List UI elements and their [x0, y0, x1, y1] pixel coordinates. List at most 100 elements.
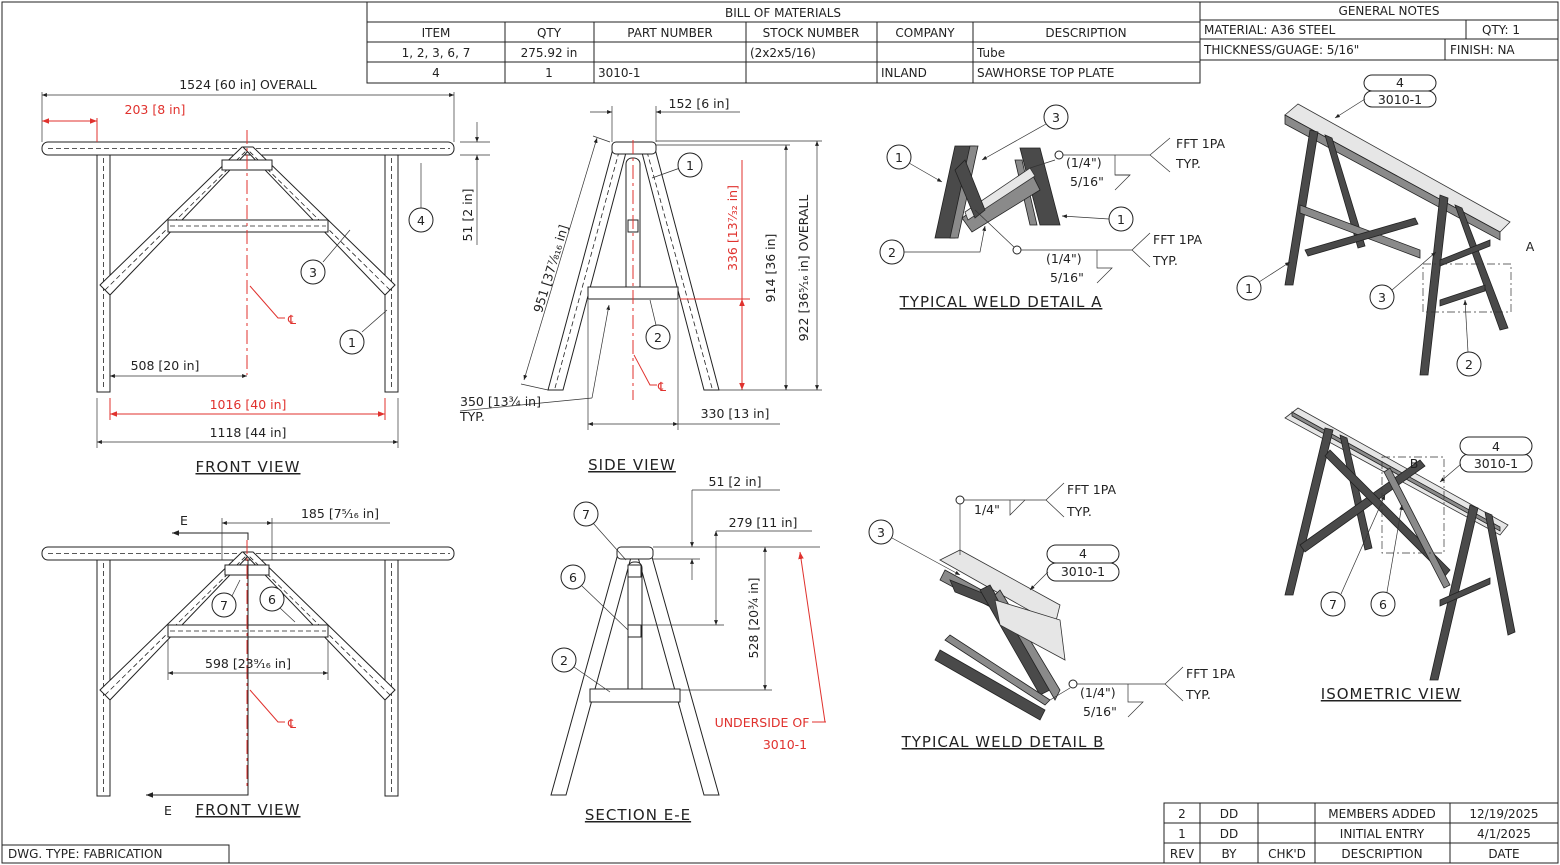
- rev-header-rev: REV: [1170, 847, 1195, 861]
- wa-balloon-1: 1: [895, 150, 903, 165]
- wa-typ-2: TYP.: [1152, 253, 1178, 268]
- wa-five16-1: 5/16": [1070, 174, 1104, 189]
- bom-row2-qty: 1: [545, 66, 553, 80]
- bom-header-part-number: PART NUMBER: [627, 26, 713, 40]
- iso-a-part-item: 4: [1396, 75, 1404, 90]
- isometric-view-b: B 4 3010-1 7 6 ISOMETRIC VIEW: [1284, 407, 1533, 703]
- general-notes: GENERAL NOTES MATERIAL: A36 STEEL QTY: 1…: [1199, 1, 1559, 61]
- rev2-description: MEMBERS ADDED: [1328, 807, 1435, 821]
- side-balloon-1: 1: [686, 158, 694, 173]
- rev-header-by: BY: [1222, 847, 1238, 861]
- wa-balloon-3: 3: [1052, 110, 1060, 125]
- balloon-3: 3: [309, 265, 317, 280]
- front-view-2-title: FRONT VIEW: [195, 801, 300, 819]
- rev1-description: INITIAL ENTRY: [1340, 827, 1425, 841]
- bom-row1-description: Tube: [976, 46, 1005, 60]
- dim-279: 279 [11 in]: [729, 515, 798, 530]
- section-balloon-2: 2: [560, 653, 568, 668]
- dim-951: 951 [37⅞₁₆ in]: [530, 223, 571, 314]
- iso-b-balloon-7: 7: [1329, 597, 1337, 612]
- dim-336: 336 [13⁷⁄₃₂ in]: [725, 185, 740, 271]
- dim-350-typ: TYP.: [459, 409, 485, 424]
- detail-b-callout: B: [1410, 456, 1419, 471]
- section-e-bottom: E: [164, 803, 172, 818]
- wb-quarter-2: (1/4"): [1080, 685, 1116, 700]
- dim-922: 922 [36⁵⁄₁₆ in] OVERALL: [796, 195, 811, 342]
- dim-350: 350 [13¾ in]: [460, 394, 541, 409]
- bom-row2-company: INLAND: [881, 66, 927, 80]
- notes-qty: QTY: 1: [1482, 23, 1520, 37]
- wb-five16-2: 5/16": [1083, 704, 1117, 719]
- revision-table: 2 DD MEMBERS ADDED 12/19/2025 1 DD INITI…: [1163, 802, 1559, 864]
- front-view-title: FRONT VIEW: [195, 458, 300, 476]
- rev-header-date: DATE: [1488, 847, 1519, 861]
- wa-quarter-1: (1/4"): [1066, 155, 1102, 170]
- dim-1016: 1016 [40 in]: [210, 397, 287, 412]
- isometric-view-a: A 4 3010-1 1 3 2: [1236, 74, 1535, 377]
- iso-a-balloon-1: 1: [1245, 281, 1253, 296]
- dim-1118: 1118 [44 in]: [210, 425, 287, 440]
- wb-typ-1: TYP.: [1066, 504, 1092, 519]
- bom-row1-item: 1, 2, 3, 6, 7: [402, 46, 471, 60]
- wb-balloon-3: 3: [877, 525, 885, 540]
- underside-label-1: UNDERSIDE OF: [715, 715, 810, 730]
- bom-title: BILL OF MATERIALS: [725, 6, 841, 20]
- wa-typ-1: TYP.: [1175, 156, 1201, 171]
- section-e-e: 51 [2 in] 279 [11 in] 528 [20¾ in] UNDER…: [550, 474, 826, 824]
- iso-b-part-item: 4: [1492, 439, 1500, 454]
- dim-914: 914 [36 in]: [763, 234, 778, 303]
- rev2-by: DD: [1220, 807, 1238, 821]
- wa-fft-1: FFT 1PA: [1176, 136, 1225, 151]
- wb-fft-1: FFT 1PA: [1067, 482, 1116, 497]
- weld-a-title: TYPICAL WELD DETAIL A: [899, 293, 1103, 311]
- bom-row2-description: SAWHORSE TOP PLATE: [977, 66, 1114, 80]
- wa-fft-2: FFT 1PA: [1153, 232, 1202, 247]
- wb-fft-2: FFT 1PA: [1186, 666, 1235, 681]
- wb-typ-2: TYP.: [1185, 687, 1211, 702]
- dim-598: 598 [23⁹⁄₁₆ in]: [205, 656, 291, 671]
- section-view-title: SECTION E-E: [585, 806, 691, 824]
- bom-header-company: COMPANY: [895, 26, 955, 40]
- rev2-rev: 2: [1178, 807, 1186, 821]
- isometric-view-title: ISOMETRIC VIEW: [1321, 685, 1461, 703]
- dim-51: 51 [2 in]: [460, 189, 475, 242]
- weld-detail-a: 1 3 1 2 FFT 1PA TYP. (1/4") 5/16" FFT 1P…: [879, 104, 1225, 311]
- centerline-symbol: ℄: [287, 312, 296, 327]
- rev1-rev: 1: [1178, 827, 1186, 841]
- bom-row2-part: 3010-1: [598, 66, 641, 80]
- side-centerline-symbol: ℄: [657, 379, 666, 394]
- notes-material: MATERIAL: A36 STEEL: [1204, 23, 1336, 37]
- balloon-1: 1: [348, 335, 356, 350]
- dim-section-51: 51 [2 in]: [709, 474, 762, 489]
- rev1-by: DD: [1220, 827, 1238, 841]
- dim-528: 528 [20¾ in]: [746, 578, 761, 659]
- side-view: 152 [6 in] 951 [37⅞₁₆ in] 336 [13⁷⁄₃₂ in…: [459, 96, 822, 474]
- bom-header-qty: QTY: [537, 26, 562, 40]
- bom-row2-item: 4: [432, 66, 440, 80]
- notes-title: GENERAL NOTES: [1339, 4, 1440, 18]
- iso-b-balloon-6: 6: [1379, 597, 1387, 612]
- front2-balloon-7: 7: [220, 598, 228, 613]
- front-view-top: 1524 [60 in] OVERALL 203 [8 in] 51 [2 in…: [41, 77, 490, 476]
- wa-five16-2: 5/16": [1050, 270, 1084, 285]
- bom-row1-qty: 275.92 in: [521, 46, 578, 60]
- drawing-type-box: DWG. TYPE: FABRICATION: [1, 844, 230, 864]
- bom-header-description: DESCRIPTION: [1045, 26, 1126, 40]
- iso-a-balloon-3: 3: [1378, 290, 1386, 305]
- iso-a-part-number: 3010-1: [1378, 92, 1422, 107]
- wa-balloon-2: 2: [888, 245, 896, 260]
- wb-quarter-1: 1/4": [974, 502, 1000, 517]
- bill-of-materials: BILL OF MATERIALS ITEM QTY PART NUMBER S…: [366, 1, 1201, 84]
- weld-b-title: TYPICAL WELD DETAIL B: [901, 733, 1105, 751]
- bom-row1-stock: (2x2x5/16): [750, 46, 816, 60]
- dim-overall-length: 1524 [60 in] OVERALL: [179, 77, 317, 92]
- dim-185: 185 [7⁵⁄₁₆ in]: [301, 506, 379, 521]
- front2-balloon-6: 6: [268, 592, 276, 607]
- wb-part-number: 3010-1: [1061, 564, 1105, 579]
- rev-header-chkd: CHK'D: [1268, 847, 1306, 861]
- rev1-date: 4/1/2025: [1477, 827, 1531, 841]
- section-balloon-6: 6: [569, 570, 577, 585]
- weld-detail-b: 3 4 3010-1 FFT 1PA TYP. 1/4" FFT 1PA TYP…: [868, 482, 1235, 751]
- dim-330: 330 [13 in]: [701, 406, 770, 421]
- dim-152: 152 [6 in]: [669, 96, 730, 111]
